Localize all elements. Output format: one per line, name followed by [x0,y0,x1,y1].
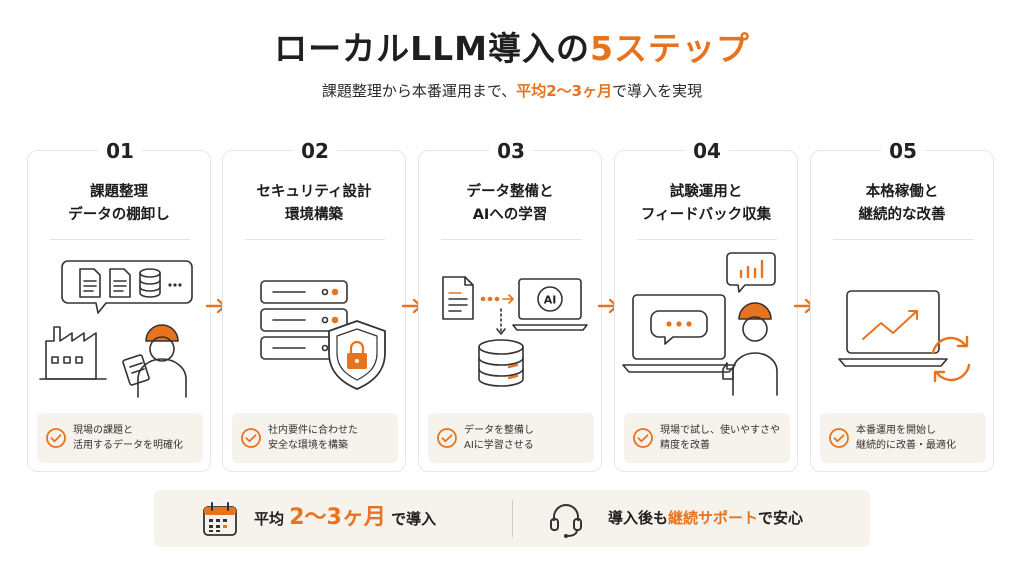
support-accent: 継続サポート [668,509,759,527]
support-pre: 導入後も [608,509,669,527]
step-title-line: フィードバック収集 [640,207,772,223]
step-number: 05 [881,133,925,169]
server-icon [260,280,348,360]
subtitle-accent: 平均2〜3ヶ月 [516,82,613,100]
database-icon [478,339,524,387]
title-accent: 5ステップ [589,29,750,68]
divider [637,239,777,240]
subtitle-post: で導入を実現 [612,82,703,100]
step-card-05: 05 本格稼働と 継続的な改善 本番運用を開始し 継続的に改善・最適化 [810,133,994,472]
worker-thumbs-up-icon [722,302,778,396]
step-note-line: 現場の課題と [73,425,133,436]
step-note: データを整備し AIに学習させる [428,413,594,463]
step-card-03: 03 データ整備と AIへの学習 [418,133,602,472]
page-subtitle: 課題整理から本番運用まで、平均2〜3ヶ月で導入を実現 [0,80,1024,101]
step-note-line: 社内要件に合わせた [268,425,358,436]
step-title: 試験運用と フィードバック収集 [615,181,797,227]
step-card-04: 04 試験運用と フィードバック収集 [614,133,798,472]
step-title: 課題整理 データの棚卸し [28,181,210,227]
summary-banner: 平均 2〜3ヶ月 で導入 導入後も継続サポートで安心 [154,490,870,547]
step-title-line: 本格稼働と [865,184,939,200]
step-note: 本番運用を開始し 継続的に改善・最適化 [820,413,986,463]
title-main: ローカルLLM導入の [274,29,590,68]
laptop-ai-icon [512,278,588,331]
step-note: 現場の課題と 活用するデータを明確化 [37,413,203,463]
step-title-line: 環境構築 [285,207,343,223]
document-icon [79,268,101,298]
support-summary: 導入後も継続サポートで安心 [608,504,803,532]
step-note-line: AIに学習させる [464,440,534,451]
step-note-text: データを整備し AIに学習させる [464,423,534,453]
divider [441,239,581,240]
step-note: 社内要件に合わせた 安全な環境を構築 [232,413,398,463]
step-title: データ整備と AIへの学習 [419,181,601,227]
step-note-line: 継続的に改善・最適化 [856,440,956,451]
illustration-trial-feedback [622,252,778,396]
check-circle-icon [241,428,261,448]
divider [512,500,513,537]
database-icon [139,268,161,298]
check-circle-icon [437,428,457,448]
refresh-cycle-icon [931,335,971,383]
subtitle-pre: 課題整理から本番運用まで、 [321,82,517,100]
illustration-security [260,280,386,390]
step-title-line: 課題整理 [90,184,148,200]
step-title: 本格稼働と 継続的な改善 [811,181,993,227]
ai-label: AI [544,294,557,307]
check-circle-icon [633,428,653,448]
check-circle-icon [46,428,66,448]
step-card-02: 02 セキュリティ設計 環境構築 社内要件に合わせた 安全な環境を構築 [222,133,406,472]
check-circle-icon [829,428,849,448]
worker-icon [122,324,187,398]
step-number: 01 [98,133,142,169]
step-title-line: AIへの学習 [472,207,548,223]
monitor-trend-icon [838,290,948,367]
duration-accent: 2〜3ヶ月 [289,505,386,530]
step-title-line: セキュリティ設計 [256,184,372,200]
chart-bubble-icon [726,252,776,293]
shield-lock-icon [328,320,386,390]
factory-icon [39,326,107,380]
headset-icon [550,504,582,538]
calendar-icon [203,502,237,536]
illustration-data-training: AI [442,276,588,387]
step-note-text: 本番運用を開始し 継続的に改善・最適化 [856,423,956,453]
step-note-text: 社内要件に合わせた 安全な環境を構築 [268,423,358,453]
step-note-line: 現場で試し、使いやすさや [660,425,780,436]
step-title-line: データ整備と [466,184,554,200]
laptop-chat-icon [622,294,736,373]
step-title-line: データの棚卸し [68,207,170,223]
duration-post: で導入 [391,510,437,528]
document-icon [109,268,131,298]
step-card-01: 01 課題整理 データの棚卸し [27,133,211,472]
step-title: セキュリティ設計 環境構築 [223,181,405,227]
step-note-line: 精度を改善 [660,440,710,451]
divider [833,239,973,240]
step-note-line: 本番運用を開始し [856,425,936,436]
illustration-data-inventory [39,260,193,398]
duration-summary: 平均 2〜3ヶ月 で導入 [254,504,436,533]
step-title-line: 試験運用と [669,184,743,200]
support-post: で安心 [758,509,804,527]
step-note-line: 安全な環境を構築 [268,440,348,451]
divider [245,239,385,240]
step-number: 03 [489,133,533,169]
step-note: 現場で試し、使いやすさや 精度を改善 [624,413,790,463]
step-note-text: 現場で試し、使いやすさや 精度を改善 [660,423,780,453]
page-title: ローカルLLM導入の5ステップ [0,22,1024,70]
illustration-continuous-improvement [838,290,971,383]
step-number: 04 [685,133,729,169]
step-title-line: 継続的な改善 [858,207,946,223]
speech-bubble-icon [61,260,193,314]
step-note-text: 現場の課題と 活用するデータを明確化 [73,423,183,453]
document-icon [442,276,474,320]
step-note-line: 活用するデータを明確化 [73,440,183,451]
duration-pre: 平均 [254,510,285,528]
divider [50,239,190,240]
step-number: 02 [293,133,337,169]
step-note-line: データを整備し [464,425,534,436]
